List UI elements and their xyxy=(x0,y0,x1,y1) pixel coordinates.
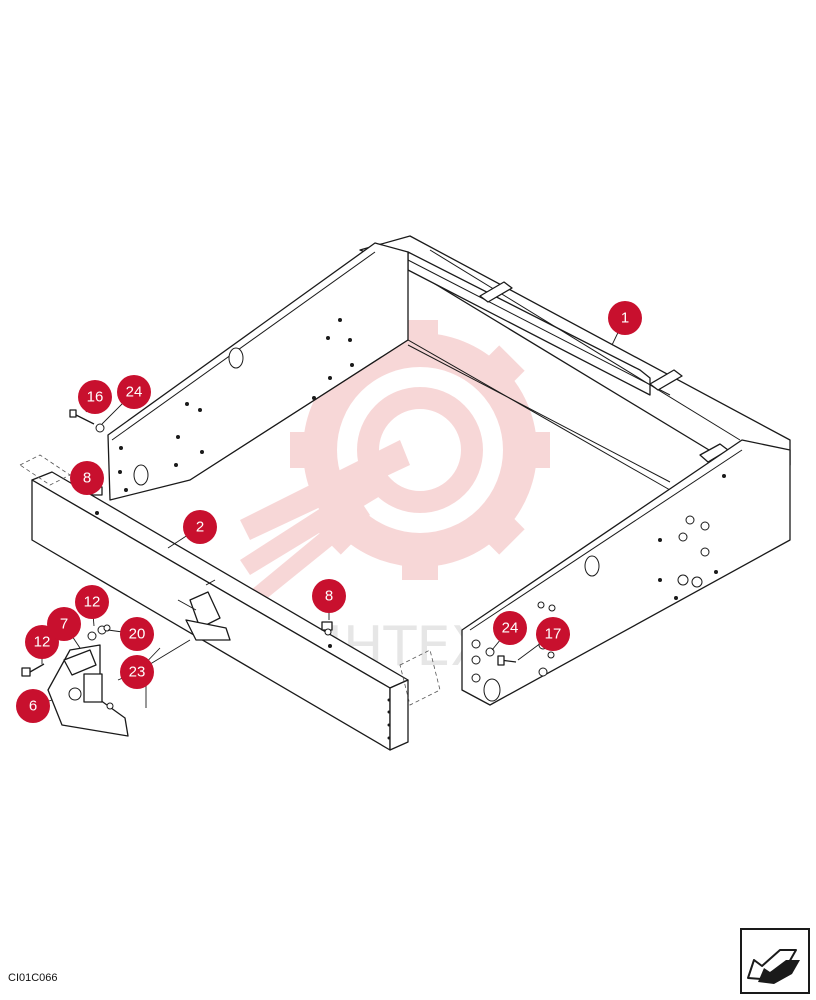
drawing-code-label: CI01C066 xyxy=(8,972,58,984)
svg-text:6: 6 xyxy=(29,698,37,715)
svg-text:23: 23 xyxy=(129,664,146,681)
right-panel-holes xyxy=(471,474,726,683)
svg-text:16: 16 xyxy=(87,389,104,406)
callout-20: 20 xyxy=(120,617,154,651)
left-panel-holes xyxy=(118,318,354,492)
svg-text:12: 12 xyxy=(84,594,101,611)
callout-6: 6 xyxy=(16,689,50,723)
svg-text:24: 24 xyxy=(126,384,143,401)
svg-text:17: 17 xyxy=(545,626,562,643)
next-page-arrow-icon[interactable] xyxy=(740,928,810,994)
svg-text:24: 24 xyxy=(502,620,519,637)
svg-text:20: 20 xyxy=(129,626,146,643)
callout-24-left: 24 xyxy=(117,375,151,409)
svg-text:8: 8 xyxy=(83,470,91,487)
svg-text:7: 7 xyxy=(60,616,68,633)
callout-8-right: 8 xyxy=(312,579,346,613)
svg-text:12: 12 xyxy=(34,634,51,651)
svg-text:8: 8 xyxy=(325,588,333,605)
callout-8-left: 8 xyxy=(70,461,104,495)
callout-12-top: 12 xyxy=(75,585,109,619)
callout-2: 2 xyxy=(183,510,217,544)
callout-24-right: 24 xyxy=(493,611,527,645)
callout-17: 17 xyxy=(536,617,570,651)
svg-text:1: 1 xyxy=(621,310,629,327)
beam-hitch-bracket xyxy=(177,579,231,641)
hitch-assembly xyxy=(47,644,129,737)
callout-16: 16 xyxy=(78,380,112,414)
svg-text:2: 2 xyxy=(196,519,204,536)
callout-7: 7 xyxy=(47,607,81,641)
callout-23: 23 xyxy=(120,655,154,689)
callout-1: 1 xyxy=(608,301,642,335)
